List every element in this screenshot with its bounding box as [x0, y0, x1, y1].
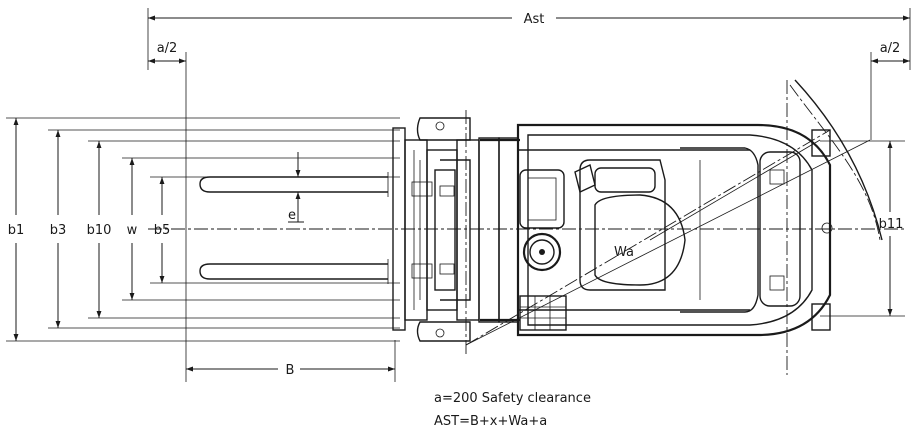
dimension-lines: [13, 15, 910, 372]
notes: a=200 Safety clearance AST=B+x+Wa+a: [434, 391, 591, 429]
label-a-half-right: a/2: [880, 41, 901, 56]
dimension-labels: Ast a/2 a/2 b1 b3 b10 w b5 e Wa b11 B: [8, 12, 904, 378]
label-b11: b11: [879, 217, 904, 232]
label-e: e: [288, 208, 296, 223]
label-w: w: [127, 223, 138, 238]
label-ast: Ast: [524, 12, 545, 27]
label-B: B: [286, 363, 295, 378]
label-b3: b3: [50, 223, 67, 238]
label-b10: b10: [87, 223, 112, 238]
label-a-half-left: a/2: [157, 41, 178, 56]
label-wa: Wa: [614, 245, 634, 260]
wa-radius-line: [649, 139, 821, 241]
note-safety-clearance: a=200 Safety clearance: [434, 391, 591, 406]
forks: [199, 172, 389, 284]
label-b1: b1: [8, 223, 25, 238]
truck-chassis: [498, 123, 833, 337]
operator-compartment: [519, 147, 759, 331]
note-ast-formula: AST=B+x+Wa+a: [434, 414, 547, 429]
extension-lines: [6, 8, 911, 382]
label-b5: b5: [154, 223, 171, 238]
turning-radius-arc: [794, 79, 883, 241]
mast-assembly: [392, 117, 520, 342]
